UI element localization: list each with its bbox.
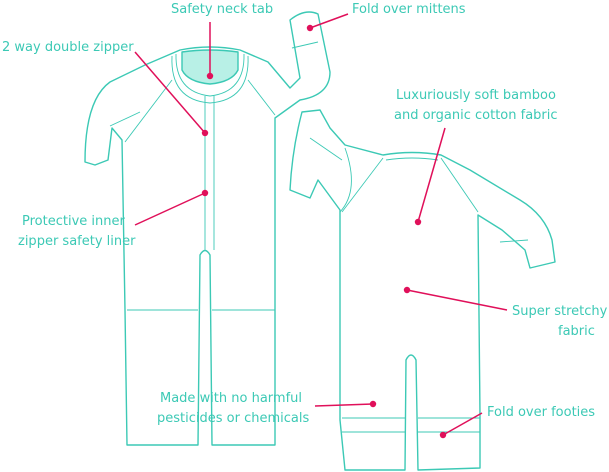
label-pesticides-1: Made with no harmful xyxy=(160,391,303,406)
label-zipper: 2 way double zipper xyxy=(2,40,134,55)
label-neck-tab: Safety neck tab xyxy=(171,2,274,17)
label-fabric-1: Luxuriously soft bamboo xyxy=(396,88,556,103)
label-stretchy-2: fabric xyxy=(558,324,595,339)
label-pesticides-2: pesticides or chemicals xyxy=(157,411,310,426)
callout-lines xyxy=(134,13,508,439)
back-sleepsuit xyxy=(289,109,556,471)
label-footies: Fold over footies xyxy=(487,405,596,420)
label-mittens: Fold over mittens xyxy=(352,2,466,17)
label-liner-2: zipper safety liner xyxy=(18,234,136,249)
label-fabric-2: and organic cotton fabric xyxy=(394,108,558,123)
label-liner-1: Protective inner xyxy=(22,214,125,229)
label-stretchy-1: Super stretchy xyxy=(512,304,608,319)
